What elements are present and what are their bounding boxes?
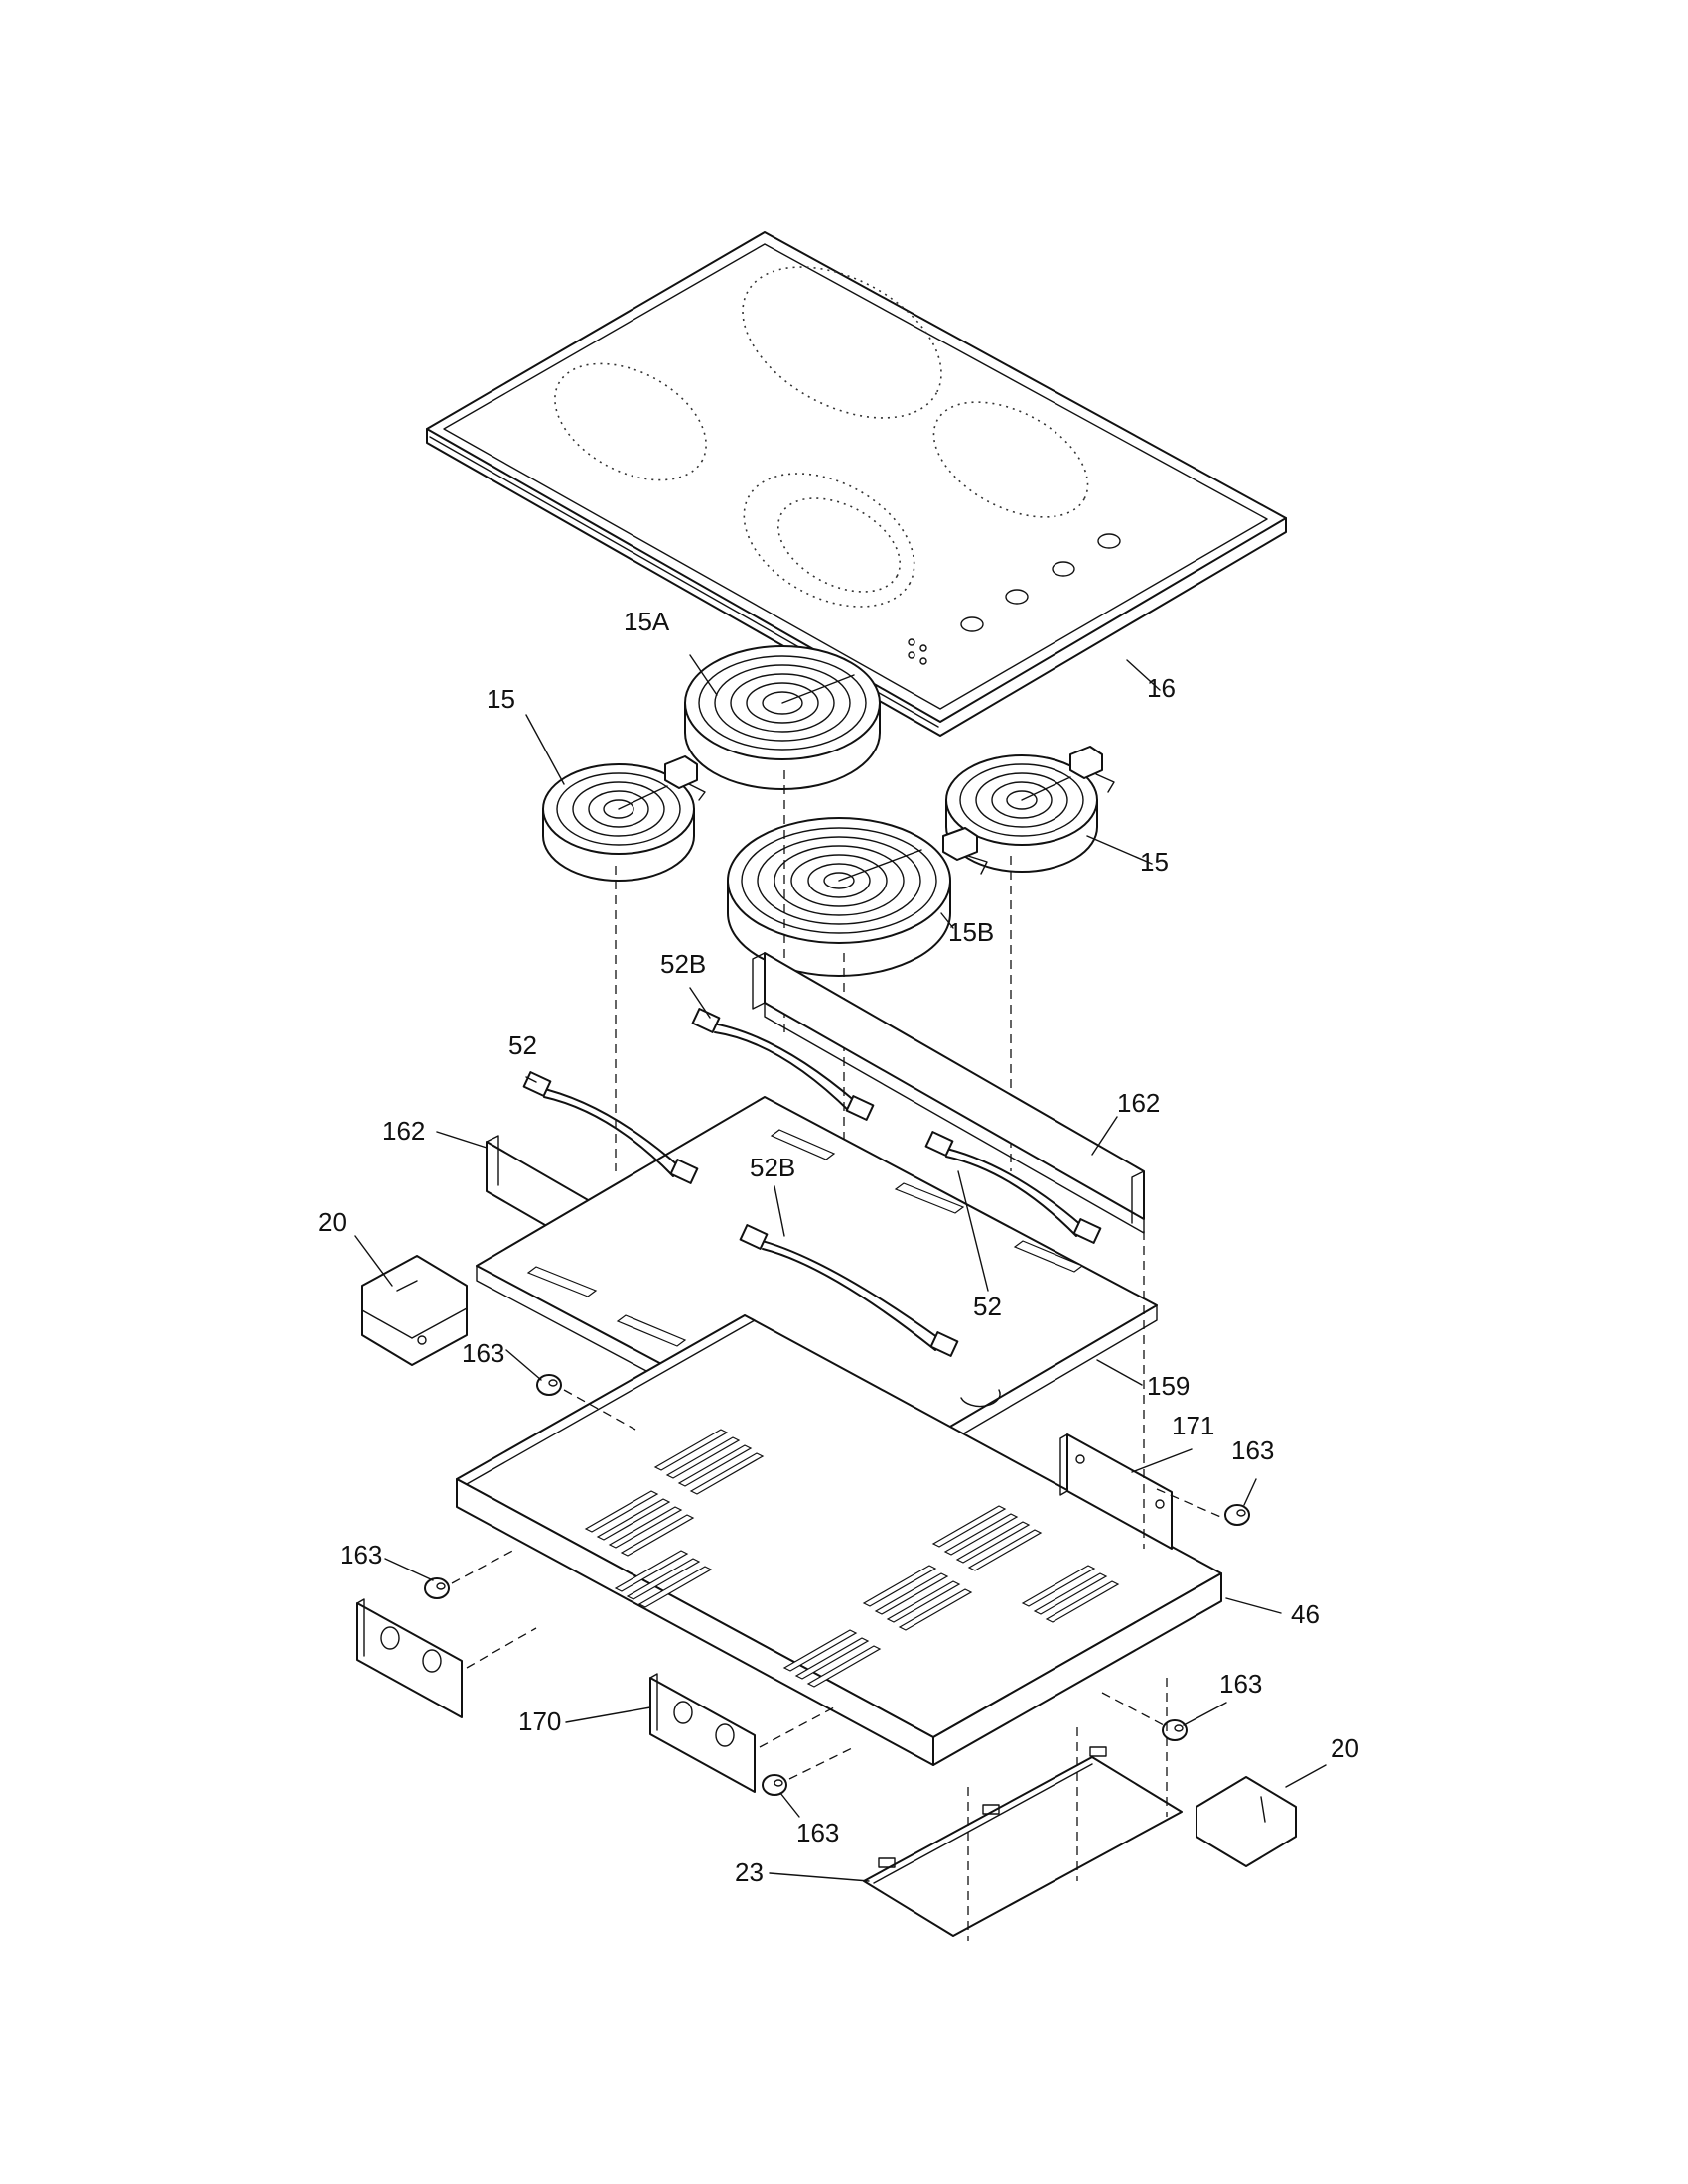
bracket-162-rear [752,952,1145,1234]
spacer-163-a [536,1374,562,1396]
spacer-163-c [424,1577,450,1599]
radiant-element-15b [727,817,988,977]
callout-20-left: 20 [318,1207,347,1237]
callout-162-right: 162 [1117,1088,1160,1118]
callout-20-right: 20 [1331,1733,1359,1763]
callout-52-right: 52 [973,1292,1002,1321]
strap-52-right [924,1131,1102,1244]
radiant-element-15-right [945,746,1115,873]
strap-52b-mid [739,1224,959,1357]
glass-cooktop-top [426,231,1287,737]
callout-15-right: 15 [1140,847,1169,877]
spacers-163 [424,1374,1250,1796]
burner-box-46 [456,1314,1222,1766]
radiant-element-15-left [542,755,706,882]
callout-46: 46 [1291,1599,1320,1629]
callout-15b: 15B [948,917,994,947]
callout-163-b: 163 [1231,1435,1274,1465]
bracket-20-left [361,1255,468,1366]
callout-159: 159 [1147,1371,1190,1401]
callout-171: 171 [1172,1411,1214,1440]
callout-163-c: 163 [340,1540,382,1570]
spacer-163-d [1162,1719,1188,1741]
radiant-element-15a [684,645,881,790]
callout-162-left: 162 [382,1116,425,1146]
strap-52b-top [691,1008,875,1121]
callout-52-left: 52 [508,1030,537,1060]
callout-52b-top: 52B [660,949,706,979]
callout-15-left: 15 [487,684,515,714]
callout-15a: 15A [624,607,670,636]
callout-170: 170 [518,1706,561,1736]
callout-16: 16 [1147,673,1176,703]
bracket-170-left [356,1598,463,1718]
bracket-170-right [649,1673,756,1793]
assembly-lines-lower [451,1231,1226,1941]
callout-23: 23 [735,1857,764,1887]
bracket-20-right [1196,1776,1297,1867]
bottom-cover-23 [863,1746,1183,1937]
leader-lines [354,654,1327,1882]
callout-labels: 16 15A 15 15 15B 52B 52 52B 52 162 162 2… [318,607,1359,1887]
callout-163-a: 163 [462,1338,504,1368]
bracket-171 [1059,1433,1173,1550]
callout-163-e: 163 [796,1818,839,1847]
callout-52b-mid: 52B [750,1153,795,1182]
strap-52-left [522,1071,699,1184]
spacer-163-e [762,1774,787,1796]
callout-163-d: 163 [1219,1669,1262,1699]
vent-slots [584,1429,1120,1688]
spacer-163-b [1224,1504,1250,1526]
